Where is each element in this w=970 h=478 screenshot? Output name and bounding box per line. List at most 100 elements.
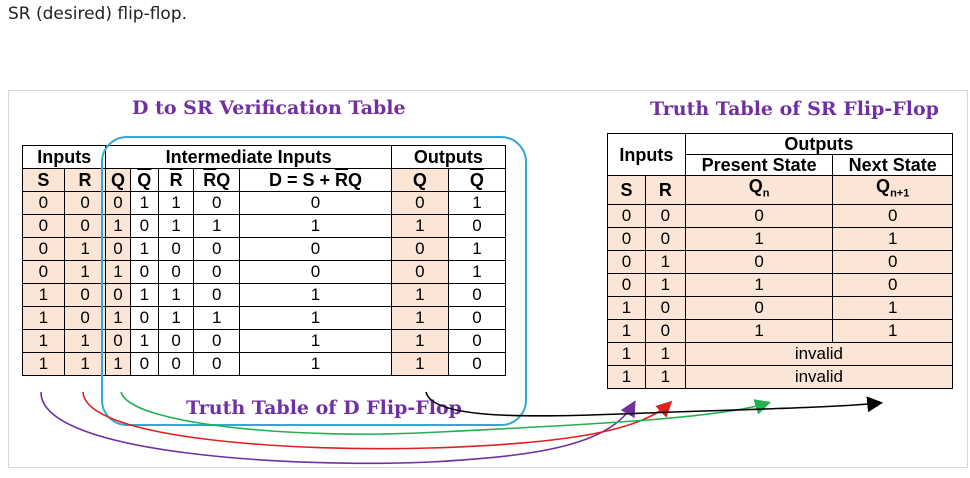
- cell-r-bar: 0: [158, 260, 195, 284]
- cell-r: 1: [644, 364, 686, 389]
- col-header-r: R: [644, 175, 686, 205]
- cell-q: 1: [105, 352, 131, 376]
- cell-qn1: 1: [832, 318, 953, 343]
- cell-r: 1: [63, 237, 107, 261]
- d-to-sr-verification-table: Inputs Intermediate Inputs Outputs S R Q…: [21, 145, 507, 376]
- left-table-title: D to SR Verification Table: [132, 97, 406, 119]
- cell-r-bar: 1: [158, 191, 195, 215]
- cell-invalid: invalid: [684, 364, 954, 389]
- present-state-header: Present State: [684, 154, 834, 176]
- cell-s: 0: [22, 237, 65, 261]
- cell-qn1: 0: [832, 249, 953, 274]
- qn-label: Q: [748, 176, 763, 196]
- col-label: Q: [110, 170, 125, 190]
- col-label: D = S + RQ: [269, 170, 363, 190]
- cell-d: 1: [239, 283, 392, 307]
- cell-s: 1: [607, 295, 646, 320]
- col-header-qn1: Qn+1: [832, 175, 953, 205]
- cell-qn1: 1: [832, 226, 953, 251]
- arrow-q-green: [120, 391, 772, 435]
- d-flip-flop-highlight-box: [101, 136, 527, 426]
- cell-s: 1: [22, 352, 65, 376]
- cell-s: 1: [607, 318, 646, 343]
- arrow-r-red: [82, 391, 673, 450]
- cell-qn: 0: [684, 295, 834, 320]
- col-label: RQ: [203, 170, 231, 190]
- inputs-header: Inputs: [607, 133, 686, 176]
- cell-out-q: 0: [390, 237, 449, 261]
- cell-q-bar: 0: [129, 260, 160, 284]
- cell-r: 0: [644, 226, 686, 251]
- cell-qn1: 0: [832, 272, 953, 297]
- cell-r: 0: [644, 203, 686, 228]
- cell-r-bar: 1: [158, 306, 195, 330]
- cell-s: 0: [22, 260, 65, 284]
- cell-out-q-bar: 1: [447, 260, 507, 284]
- cell-r: 1: [644, 249, 686, 274]
- qn-subscript: n: [762, 187, 770, 200]
- cell-out-q-bar: 0: [447, 352, 507, 376]
- cell-r: 0: [63, 306, 107, 330]
- qn1-subscript: n+1: [890, 187, 910, 200]
- col-header-q: Q: [105, 168, 131, 192]
- cell-q: 1: [105, 260, 131, 284]
- cell-q: 0: [105, 191, 131, 215]
- col-header-out-q: Q: [390, 168, 449, 192]
- cell-out-q-bar: 0: [447, 306, 507, 330]
- cell-qn1: 1: [832, 295, 953, 320]
- cell-qn: 1: [684, 272, 834, 297]
- cell-qn1: 0: [832, 203, 953, 228]
- cell-r: 0: [63, 214, 107, 238]
- cell-rbar-q: 0: [193, 191, 241, 215]
- cell-q-bar: 1: [129, 237, 160, 261]
- cell-r: 0: [644, 318, 686, 343]
- cell-r: 0: [63, 191, 107, 215]
- d-flip-flop-label: Truth Table of D Flip-Flop: [186, 397, 462, 419]
- cell-s: 0: [607, 203, 646, 228]
- cell-r: 1: [63, 352, 107, 376]
- cell-s: 0: [607, 226, 646, 251]
- cell-out-q-bar: 1: [447, 237, 507, 261]
- cell-rbar-q: 0: [193, 237, 241, 261]
- cell-d: 1: [239, 306, 392, 330]
- cell-q: 1: [105, 214, 131, 238]
- col-label: R: [169, 170, 183, 190]
- arrow-s-purple: [40, 391, 636, 465]
- right-table-title: Truth Table of SR Flip-Flop: [650, 98, 939, 120]
- cell-s: 1: [22, 329, 65, 353]
- cell-q: 0: [105, 283, 131, 307]
- cell-r: 1: [644, 341, 686, 366]
- col-header-r-bar: R: [158, 168, 195, 192]
- col-label: Q: [137, 170, 152, 190]
- cell-out-q: 1: [390, 214, 449, 238]
- cell-out-q-bar: 0: [447, 329, 507, 353]
- cell-r-bar: 0: [158, 329, 195, 353]
- cell-out-q: 1: [390, 352, 449, 376]
- col-header-s: S: [22, 168, 65, 192]
- cell-out-q: 1: [390, 283, 449, 307]
- cell-s: 0: [607, 272, 646, 297]
- cell-d: 1: [239, 352, 392, 376]
- col-header-d-equation: D = S + RQ: [239, 168, 392, 192]
- cell-s: 1: [607, 341, 646, 366]
- cell-out-q: 1: [390, 306, 449, 330]
- cell-r-bar: 0: [158, 352, 195, 376]
- outputs-header: Outputs: [684, 133, 954, 155]
- cell-q: 1: [105, 306, 131, 330]
- cell-s: 0: [22, 191, 65, 215]
- outputs-group-header: Outputs: [390, 145, 507, 169]
- cell-d: 0: [239, 237, 392, 261]
- sr-flip-flop-truth-table: Inputs Outputs Present State Next State …: [607, 133, 954, 389]
- col-label: R: [78, 170, 92, 190]
- cell-s: 1: [607, 364, 646, 389]
